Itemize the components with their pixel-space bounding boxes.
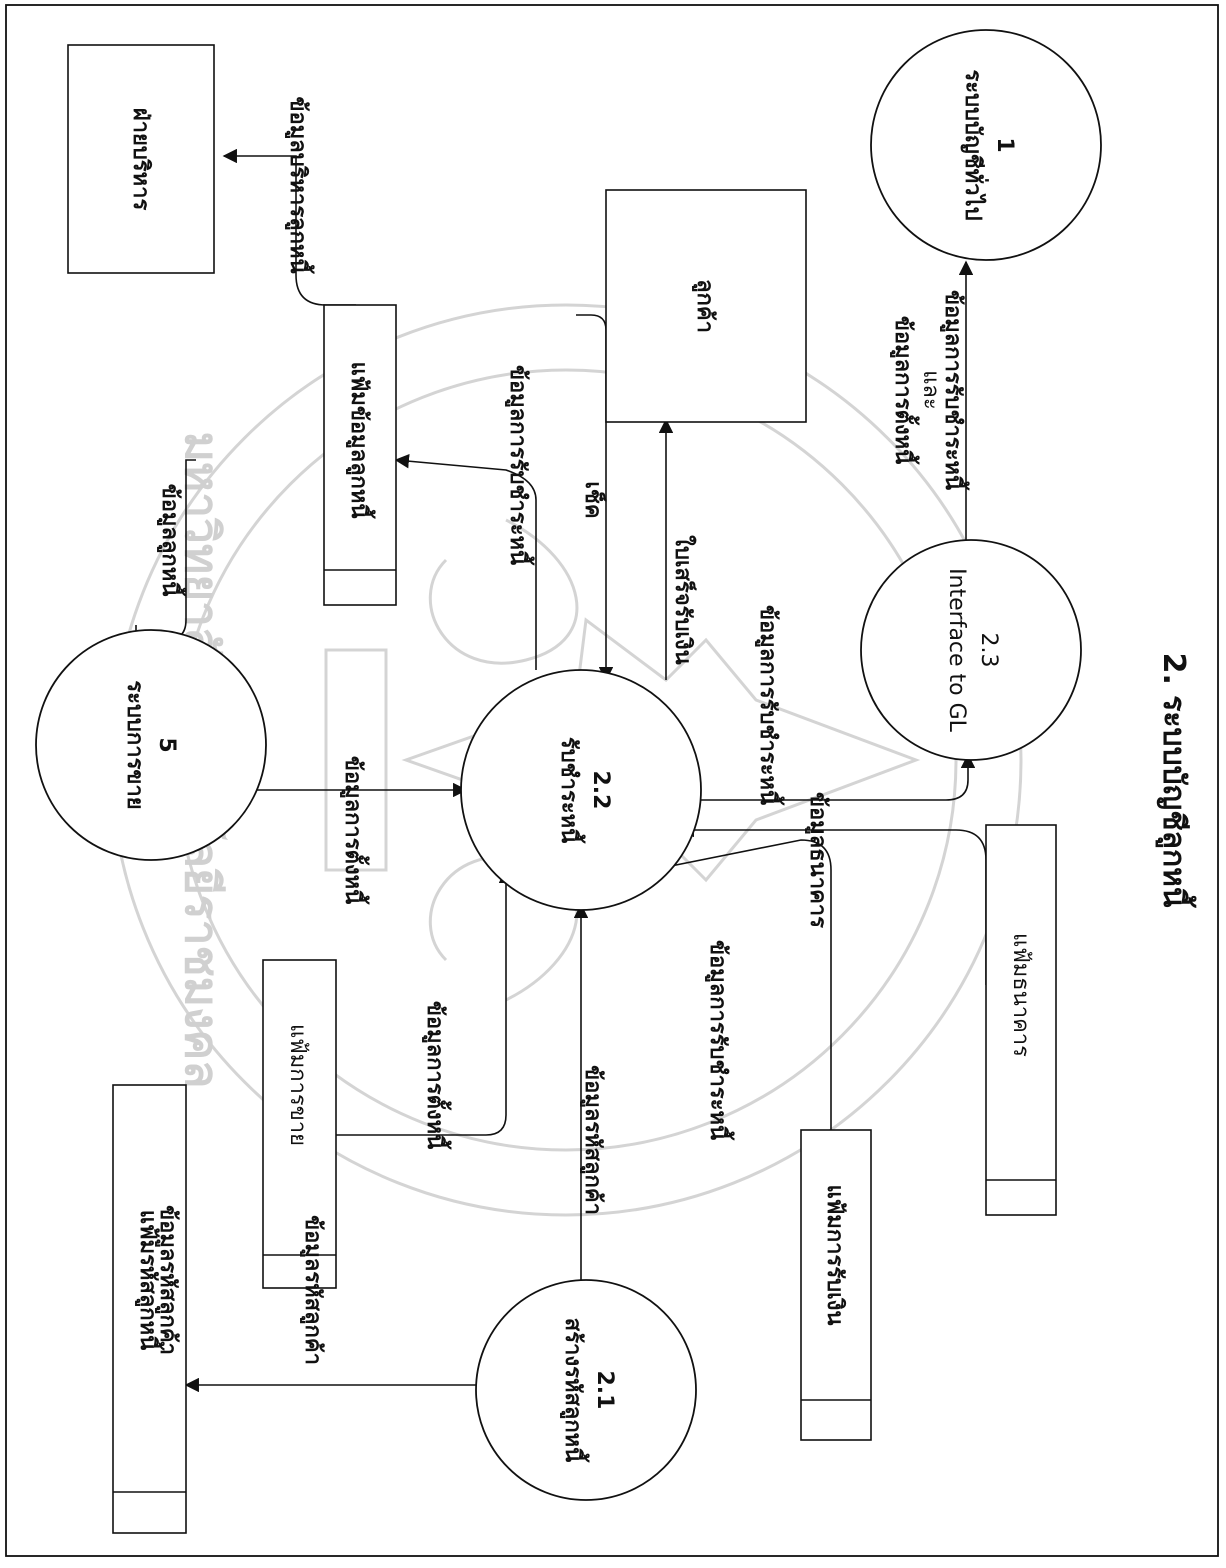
flow-label-gl-2: และ: [918, 370, 943, 409]
process-2-3: 2.3 Interface to GL: [860, 539, 1082, 761]
flow-label-cheque: เช็ค: [580, 481, 608, 518]
flow-label-payment-to-gl: ข้อมูลการรับชำระหนี้: [754, 605, 785, 806]
flow-label-receipt: ใบเสร็จรับเงิน: [670, 535, 698, 664]
entity-customer: [605, 189, 807, 423]
store-debtor-file-label: แฟ้มข้อมูลลูกหนี้: [345, 362, 376, 520]
rotated-diagram: มหาวิทยาลัยเทคโนโลยีราชมงคล: [35, 29, 1197, 1534]
process-2-3-name: Interface to GL: [944, 568, 969, 733]
process-5: 5 ระบบการขาย: [35, 629, 267, 861]
process-5-id: 5: [154, 737, 179, 752]
store-bank-file: แฟ้มธนาคาร: [985, 824, 1057, 1216]
flow-label-mgmt-info: ข้อมูลบริหารลูกหนี้: [284, 96, 315, 274]
process-2-1-id: 2.1: [592, 1371, 617, 1410]
flow-label-gl-1: ข้อมูลการตั้งหนี้: [889, 316, 920, 466]
entity-customer-label: ลูกค้า: [691, 279, 717, 333]
flow-label-gl-3: ข้อมูลการรับชำระหนี้: [939, 290, 970, 491]
page-border: [5, 4, 1219, 1557]
store-receipt-file-label: แฟ้มการรับเงิน: [822, 1185, 847, 1326]
flow-label-payment-to-file: ข้อมูลการรับชำระหนี้: [504, 365, 535, 566]
flow-label-code-to-sales: ข้อมูลรหัสลูกค้า: [154, 1205, 180, 1355]
process-2-2-id: 2.2: [588, 771, 613, 810]
flow-label-code-to-store: ข้อมูลรหัสลูกค้า: [299, 1215, 325, 1365]
flow-label-bank-info: ข้อมูลธนาคาร: [804, 792, 830, 928]
flow-labels: ข้อมูลบริหารลูกหนี้ ข้อมูลลูกหนี้ ข้อมูล…: [154, 96, 970, 1364]
process-2-1: 2.1 สร้างรหัสลูกหนี้: [475, 1279, 697, 1501]
diagram-title: 2. ระบบบัญชีลูกหนี้: [1155, 653, 1197, 909]
store-debtor-code-file: แฟ้มรหัสลูกหนี้: [112, 1084, 187, 1534]
process-2-2: 2.2 รับชำระหนี้: [460, 669, 702, 911]
process-2-2-name: รับชำระหนี้: [556, 737, 586, 844]
store-sales-file-label: แฟ้มการขาย: [285, 1024, 310, 1146]
store-bank-file-label: แฟ้มธนาคาร: [1008, 933, 1033, 1057]
flow-label-code-to-22: ข้อมูลรหัสลูกค้า: [579, 1065, 605, 1215]
process-5-name: ระบบการขาย: [122, 680, 147, 809]
entity-management: [67, 44, 215, 274]
process-2-1-name: สร้างรหัสลูกหนี้: [559, 1318, 590, 1464]
store-receipt-file: แฟ้มการรับเงิน: [800, 1129, 872, 1441]
entity-management-label: ฝ่ายบริหาร: [128, 108, 153, 211]
store-debtor-file: แฟ้มข้อมูลลูกหนี้: [323, 304, 397, 606]
process-1-id: 1: [992, 137, 1017, 152]
flow-label-setup-from-sales: ข้อมูลการตั้งหนี้: [339, 756, 370, 906]
process-1: 1 ระบบบัญชีทั่วไป: [870, 29, 1102, 261]
store-debtor-code-file-label: แฟ้มรหัสลูกหนี้: [134, 1210, 165, 1352]
flow-label-setup-from-file: ข้อมูลการตั้งหนี้: [421, 1001, 452, 1151]
process-1-name: ระบบบัญชีทั่วไป: [960, 69, 990, 220]
store-sales-file: แฟ้มการขาย: [262, 959, 337, 1289]
flow-label-debtor-info: ข้อมูลลูกหนี้: [156, 484, 187, 598]
flow-label-payment-from-file: ข้อมูลการรับชำระหนี้: [704, 940, 735, 1141]
process-2-3-id: 2.3: [976, 633, 1001, 668]
